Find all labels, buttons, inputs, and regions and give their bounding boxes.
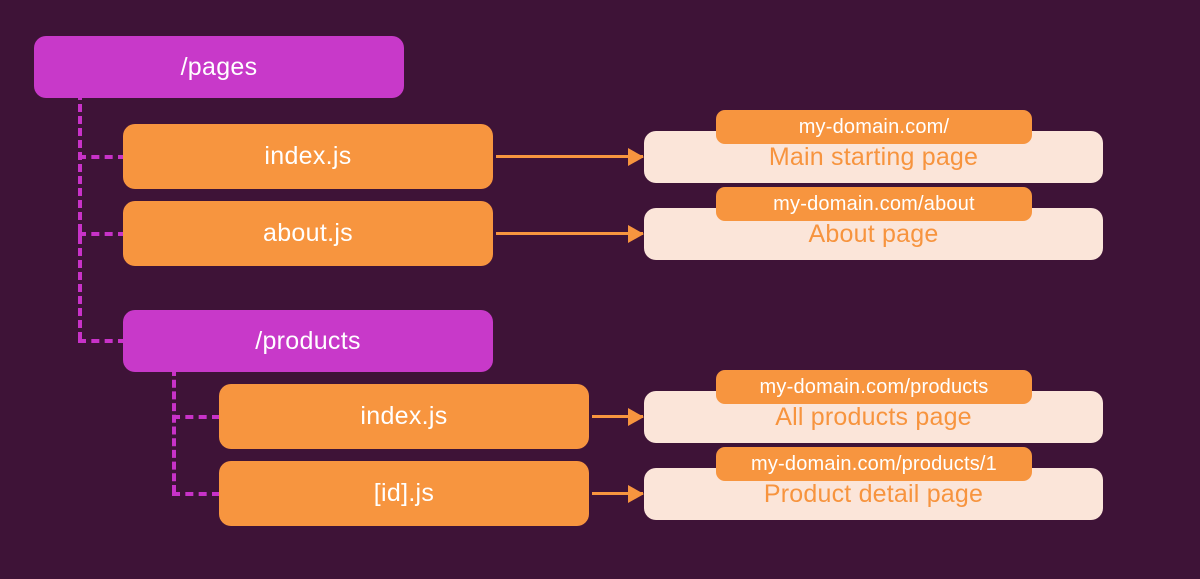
- result-description: About page: [808, 219, 939, 248]
- arrow-index-products: [592, 415, 643, 418]
- result-description: All products page: [775, 402, 972, 431]
- folder-pages-label: /pages: [180, 52, 258, 81]
- connector-trunk-pages: [78, 92, 82, 340]
- file-box-about[interactable]: about.js: [123, 201, 493, 266]
- url-badge-products[interactable]: my-domain.com/products: [716, 370, 1032, 404]
- folder-pages[interactable]: /pages: [34, 36, 404, 98]
- url-badge-label: my-domain.com/about: [773, 192, 975, 215]
- result-description: Main starting page: [768, 142, 979, 171]
- file-box-index-root[interactable]: index.js: [123, 124, 493, 189]
- file-label: index.js: [360, 402, 448, 430]
- result-description: Product detail page: [763, 479, 984, 508]
- connector-trunk-products: [172, 368, 176, 493]
- connector-branch-products-id: [172, 492, 220, 496]
- url-badge-label: my-domain.com/products: [759, 375, 989, 398]
- url-badge-label: my-domain.com/products/1: [750, 452, 997, 475]
- connector-branch-about: [78, 232, 126, 236]
- folder-products[interactable]: /products: [123, 310, 493, 372]
- arrow-id: [592, 492, 643, 495]
- url-badge-home[interactable]: my-domain.com/: [716, 110, 1032, 144]
- connector-branch-index: [78, 155, 126, 159]
- url-badge-about[interactable]: my-domain.com/about: [716, 187, 1032, 221]
- arrow-about: [496, 232, 643, 235]
- file-label: [id].js: [373, 479, 435, 507]
- file-label: index.js: [264, 142, 352, 170]
- file-box-index-products[interactable]: index.js: [219, 384, 589, 449]
- url-badge-product-detail[interactable]: my-domain.com/products/1: [716, 447, 1032, 481]
- arrow-index-root: [496, 155, 643, 158]
- folder-products-label: /products: [255, 326, 361, 355]
- file-box-id[interactable]: [id].js: [219, 461, 589, 526]
- url-badge-label: my-domain.com/: [798, 115, 950, 138]
- connector-branch-products: [78, 339, 126, 343]
- connector-branch-products-index: [172, 415, 220, 419]
- file-label: about.js: [263, 219, 353, 247]
